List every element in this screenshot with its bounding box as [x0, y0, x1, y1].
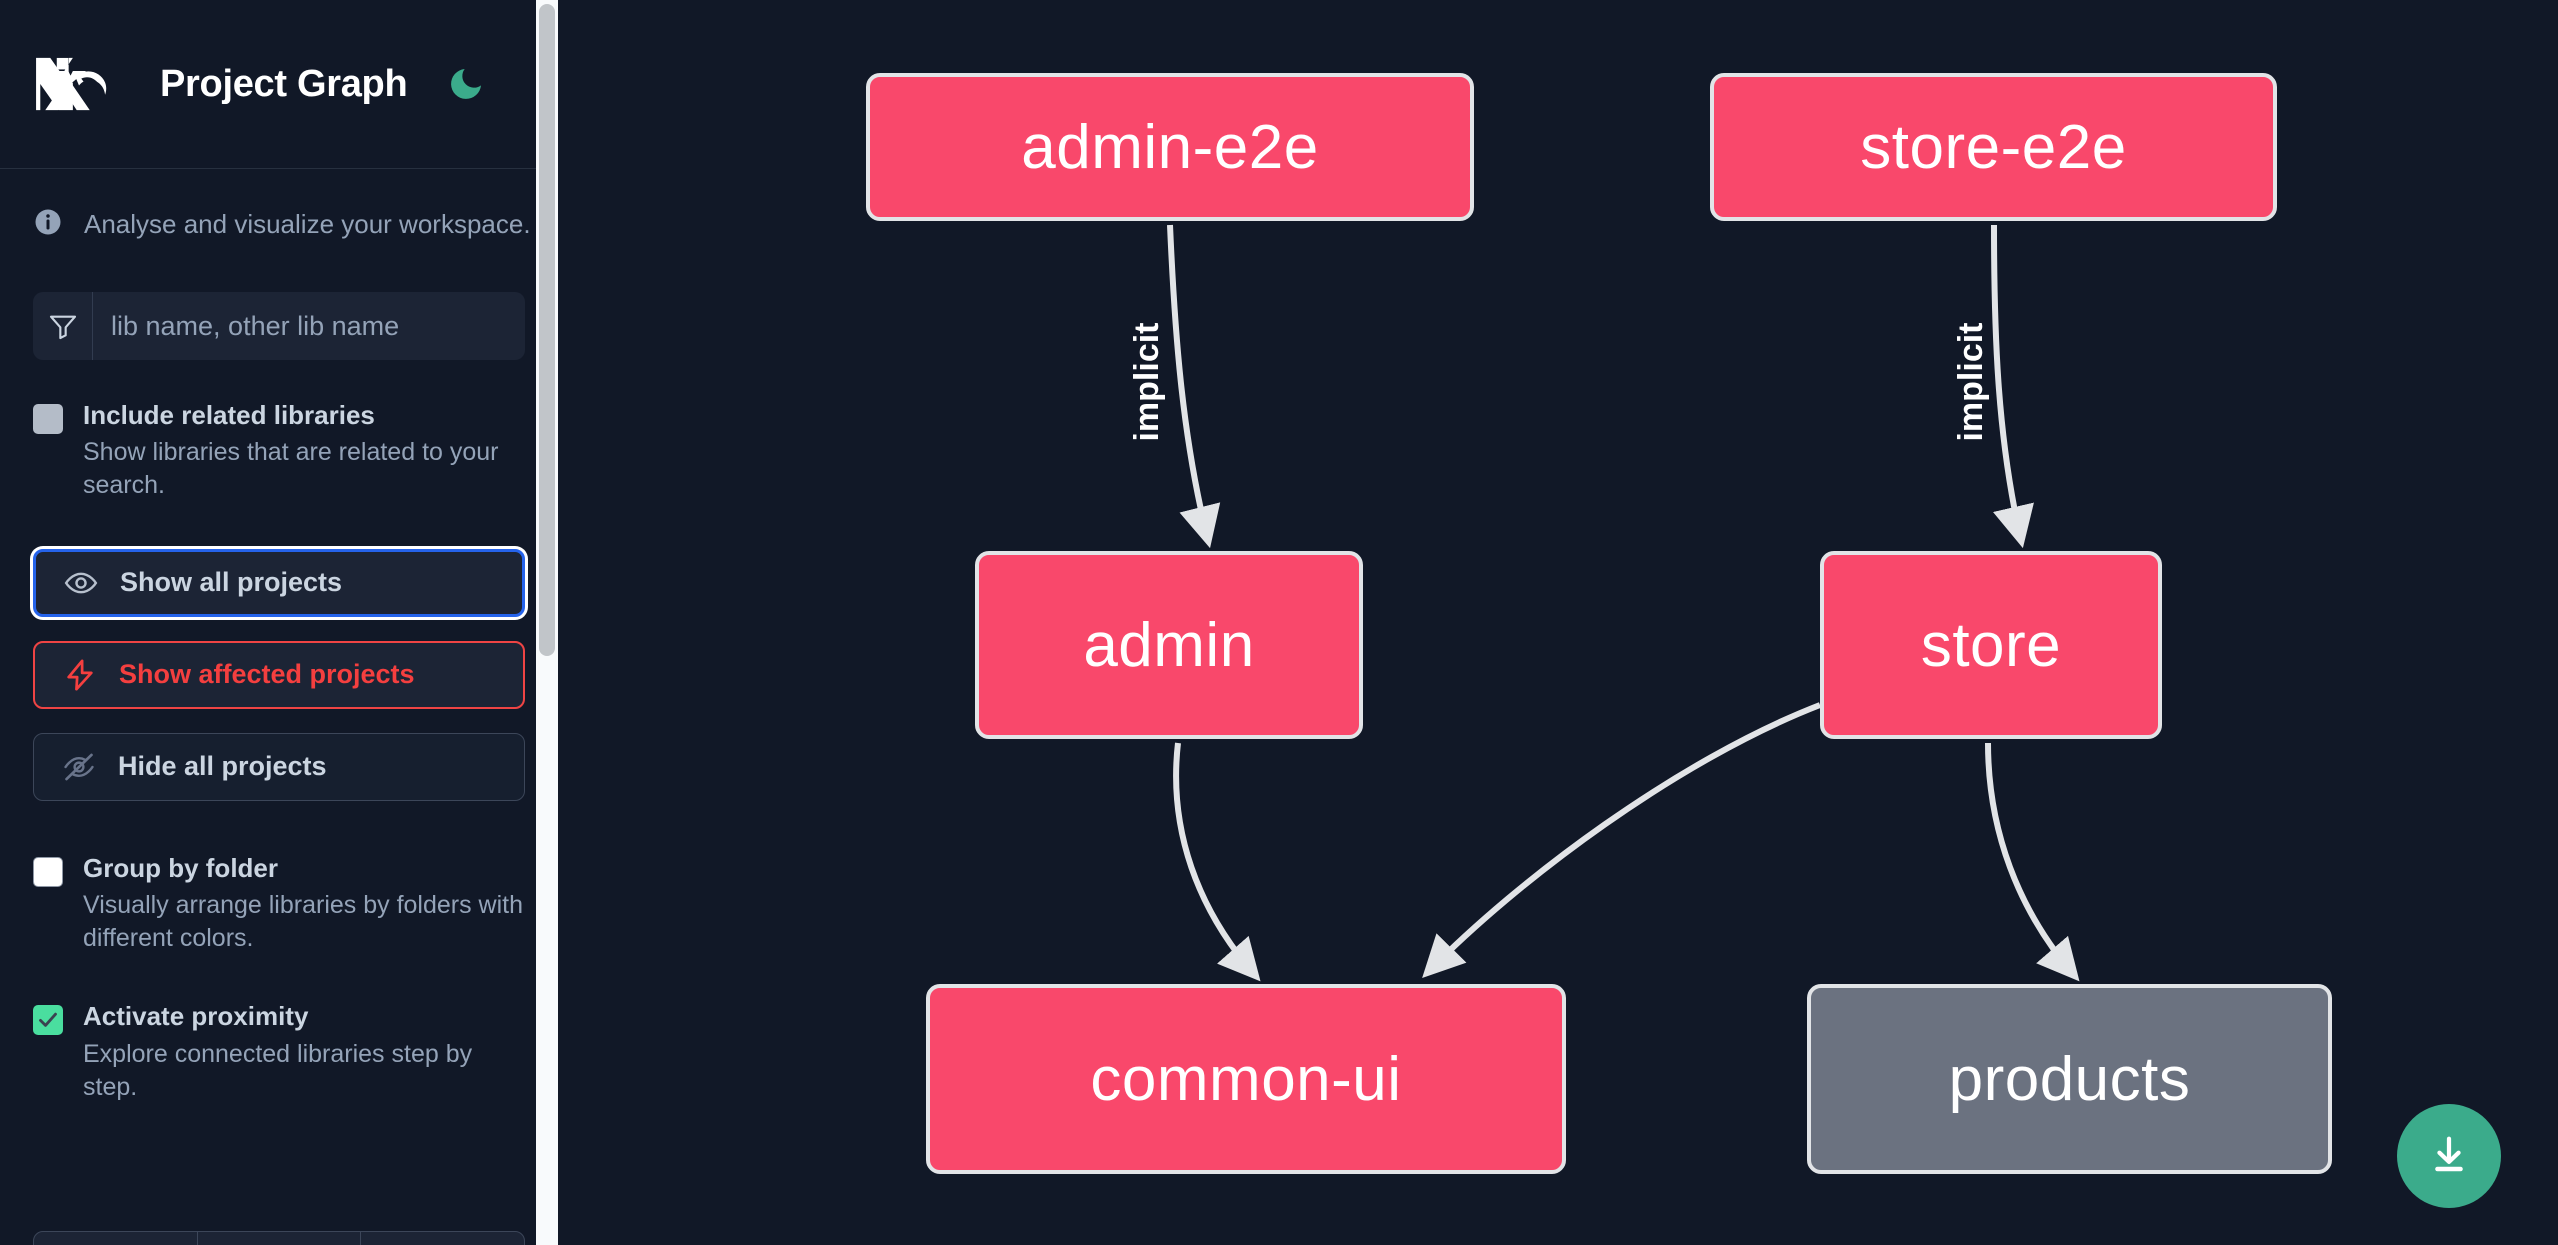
include-related-libraries-description: Show libraries that are related to your …: [83, 438, 499, 500]
graph-node-store-e2e[interactable]: store-e2e: [1710, 73, 2277, 221]
sidebar-header: Project Graph: [0, 0, 558, 169]
group-by-folder-checkbox[interactable]: [33, 856, 63, 887]
activate-proximity-checkbox[interactable]: [33, 1005, 63, 1036]
page-title: Project Graph: [160, 62, 408, 105]
graph-node-store[interactable]: store: [1820, 551, 2162, 739]
graph-canvas[interactable]: implicit implicit admin-e2e store-e2e ad…: [558, 0, 2558, 1245]
hide-all-projects-label: Hide all projects: [118, 751, 327, 782]
graph-edges: implicit implicit: [1128, 224, 2080, 982]
tagline: Analyse and visualize your workspace.: [0, 169, 558, 242]
download-button[interactable]: [2397, 1104, 2501, 1208]
show-affected-projects-button[interactable]: Show affected projects: [33, 640, 525, 709]
action-buttons: Show all projects Show affected projects: [0, 503, 558, 801]
segmented-control-option-1[interactable]: [34, 1232, 198, 1245]
show-all-projects-label: Show all projects: [120, 567, 343, 598]
edge-admin-e2e-to-admin: [1167, 224, 1221, 549]
edge-label-implicit-admin: implicit: [1128, 322, 1166, 441]
group-by-folder-label: Group by folder: [83, 852, 278, 883]
graph-node-products[interactable]: products: [1807, 984, 2332, 1174]
graph-node-label: store: [1920, 610, 2062, 680]
show-all-projects-button[interactable]: Show all projects: [33, 548, 525, 617]
show-affected-projects-label: Show affected projects: [119, 659, 415, 690]
graph-node-label: store-e2e: [1860, 112, 2127, 182]
search-input[interactable]: [93, 292, 525, 360]
include-related-libraries-label: Include related libraries: [83, 400, 375, 430]
info-icon: [33, 207, 63, 242]
segmented-control[interactable]: [33, 1231, 525, 1245]
tagline-text: Analyse and visualize your workspace.: [84, 209, 531, 239]
segmented-control-option-2[interactable]: [198, 1232, 362, 1245]
activate-proximity-description: Explore connected libraries step by step…: [83, 1039, 473, 1101]
graph-node-label: common-ui: [1090, 1044, 1402, 1114]
filter-box[interactable]: [33, 292, 525, 360]
lightning-icon: [63, 658, 97, 692]
include-related-libraries-checkbox[interactable]: [33, 404, 63, 434]
funnel-icon: [33, 292, 93, 360]
hide-all-projects-button[interactable]: Hide all projects: [33, 732, 525, 801]
edge-admin-to-common-ui: [1173, 742, 1261, 982]
graph-node-admin[interactable]: admin: [975, 551, 1363, 739]
download-icon: [2426, 1132, 2472, 1181]
graph-node-common-ui[interactable]: common-ui: [926, 984, 1566, 1174]
eye-off-icon: [62, 750, 96, 784]
edge-store-to-common-ui: [1422, 702, 1822, 979]
graph-node-label: products: [1948, 1044, 2191, 1114]
sidebar: Project Graph Analyse and visualize your…: [0, 0, 558, 1245]
checkbox-row-include-related-libraries[interactable]: Include related libraries Show libraries…: [0, 400, 558, 503]
graph-node-label: admin-e2e: [1021, 112, 1319, 182]
edge-store-to-products: [1985, 742, 2080, 982]
checkbox-row-activate-proximity[interactable]: Activate proximity Explore connected lib…: [0, 1001, 558, 1104]
group-by-folder-description: Visually arrange libraries by folders wi…: [83, 890, 524, 953]
edge-label-implicit-store: implicit: [1952, 322, 1990, 441]
activate-proximity-label: Activate proximity: [83, 1001, 309, 1032]
edge-store-e2e-to-store: [1991, 224, 2034, 549]
graph-node-admin-e2e[interactable]: admin-e2e: [866, 73, 1474, 221]
sidebar-scrollbar-thumb[interactable]: [539, 4, 555, 656]
segmented-control-option-3[interactable]: [361, 1232, 524, 1245]
checkbox-row-group-by-folder[interactable]: Group by folder Visually arrange librari…: [0, 853, 558, 956]
moon-icon[interactable]: [443, 61, 489, 107]
nx-logo-icon: [33, 53, 125, 115]
filter-section: [0, 242, 558, 360]
graph-node-label: admin: [1083, 610, 1255, 680]
sidebar-scrollbar-track[interactable]: [536, 0, 558, 1245]
eye-icon: [64, 566, 98, 600]
